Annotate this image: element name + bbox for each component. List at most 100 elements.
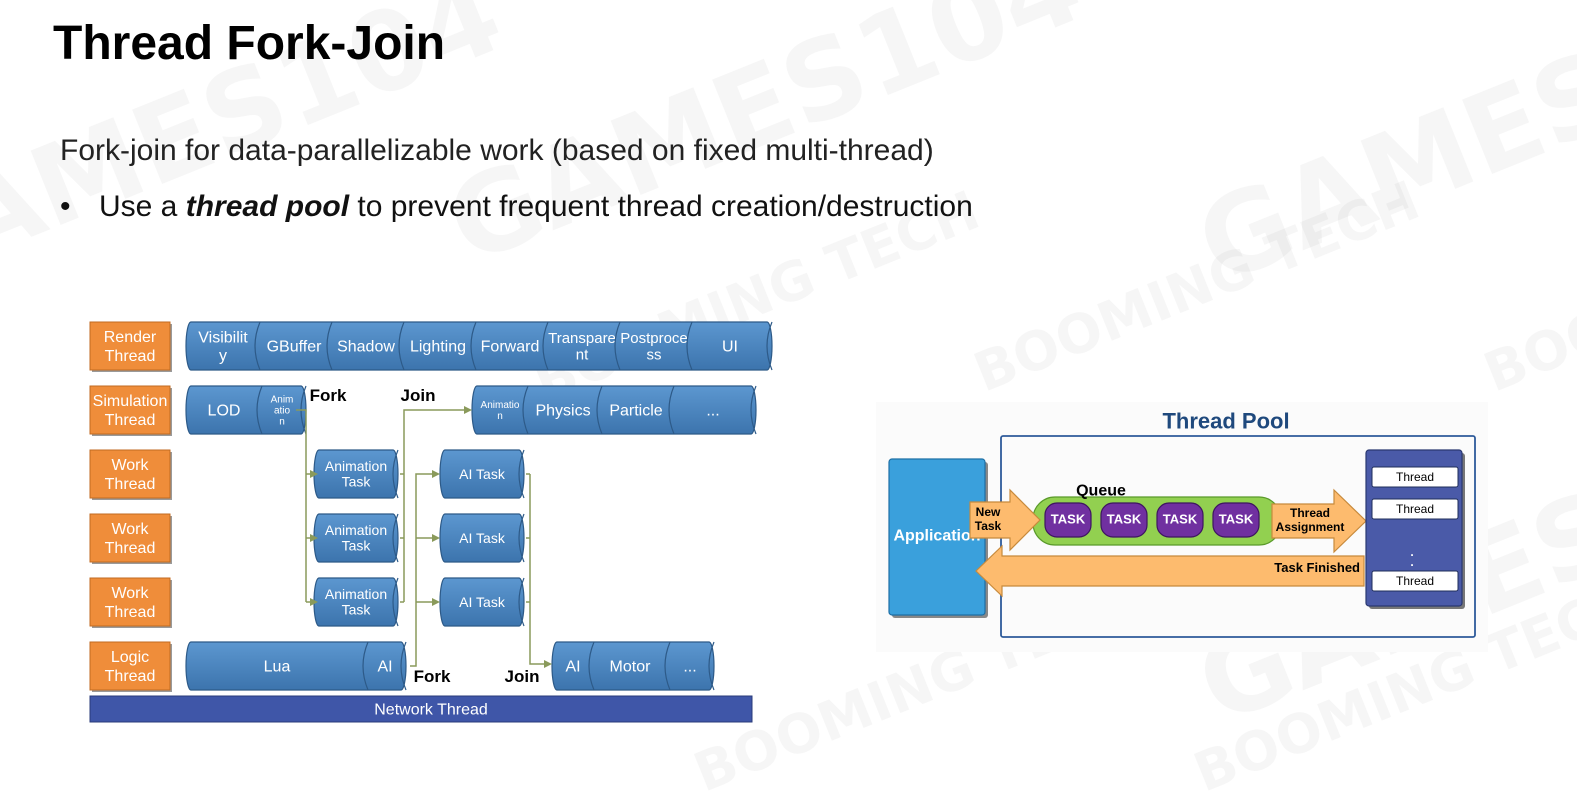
ai-task-body xyxy=(439,513,525,563)
task-cylinder: UI xyxy=(686,321,738,371)
task-label-line: Lua xyxy=(264,659,291,676)
ai-task-body xyxy=(439,577,525,627)
task-label: AI Task xyxy=(459,466,506,482)
sim-join-line xyxy=(400,410,470,603)
thread-label-text-line: Work xyxy=(111,521,149,538)
task-label-line: n xyxy=(497,411,503,422)
task-cylinder: Particle xyxy=(596,385,663,435)
task-cylinder: GBuffer xyxy=(254,321,323,371)
thread-slot-label-line: Thread xyxy=(1396,574,1434,588)
task-cylinder: LOD xyxy=(208,403,241,420)
task-cylinder: ... xyxy=(664,641,697,691)
task-label-line: Task xyxy=(342,602,372,618)
ai-task: AI Task xyxy=(439,577,525,627)
task-cylinder: AI Task xyxy=(459,466,506,482)
task-label: ... xyxy=(706,403,719,420)
task-cylinder: AI xyxy=(565,659,580,676)
logic-thread-tasks-before-body xyxy=(185,641,407,691)
task-cylinder: AI Task xyxy=(459,530,506,546)
ai-task-body xyxy=(439,449,525,499)
task-pill-shape xyxy=(1100,502,1148,538)
task-cylinder: Lighting xyxy=(398,321,466,371)
thread-slot-label: Thread xyxy=(1396,470,1434,484)
join-label-line: Join xyxy=(401,386,436,405)
thread-slot-label: Thread xyxy=(1396,574,1434,588)
thread-label-text-line: Render xyxy=(104,329,157,346)
task-pill-label: TASK xyxy=(1163,512,1198,527)
task-cylinder: AI Task xyxy=(459,594,506,610)
task-label-line: AI xyxy=(377,659,392,676)
task-label-line: LOD xyxy=(208,403,241,420)
thread-slot-box xyxy=(1371,498,1459,520)
network-thread-label-line: Network Thread xyxy=(374,702,488,719)
task-label-line: AI xyxy=(565,659,580,676)
task-label-line: atio xyxy=(274,406,291,417)
task-pill-shape xyxy=(1156,502,1204,538)
cylinder-divider xyxy=(686,321,693,371)
task-finished-arrow xyxy=(975,544,1365,598)
thread-pool-title: Thread Pool xyxy=(1162,409,1289,434)
task-pill-label: TASK xyxy=(1107,512,1142,527)
task-label-line: Postproce xyxy=(620,330,688,347)
task-cylinder: Physics xyxy=(522,385,591,435)
logic-fork-line xyxy=(410,470,440,667)
task-label: Lua xyxy=(264,659,291,676)
cylinder-divider xyxy=(668,385,675,435)
thread-ellipsis: .. xyxy=(1410,545,1413,569)
logic-join-line xyxy=(526,473,550,664)
thread-label-box xyxy=(89,321,171,371)
cylinder-divider xyxy=(588,641,595,691)
task-pill: TASK xyxy=(1044,502,1092,538)
thread-slot-box xyxy=(1371,466,1459,488)
thread-label-text-line: Thread xyxy=(105,604,156,621)
cylinder-divider xyxy=(362,641,369,691)
new-task-arrow xyxy=(969,488,1041,552)
task-label-line: GBuffer xyxy=(267,339,323,356)
task-label-line: ... xyxy=(706,403,719,420)
task-label: AI xyxy=(565,659,580,676)
thread-label-text-line: Thread xyxy=(105,476,156,493)
task-label: AI Task xyxy=(459,530,506,546)
queue-label-line: Queue xyxy=(1076,483,1126,500)
task-label: Shadow xyxy=(337,339,395,356)
bullet-suffix: to prevent frequent thread creation/dest… xyxy=(349,190,973,223)
thread-pool-title-line: Thread Pool xyxy=(1162,409,1289,434)
task-label-line: ... xyxy=(683,659,696,676)
task-label: Particle xyxy=(609,403,662,420)
task-label: GBuffer xyxy=(267,339,323,356)
thread-label-text-line: Simulation xyxy=(93,393,168,410)
thread-slot-label-line: Thread xyxy=(1396,470,1434,484)
task-pill: TASK xyxy=(1156,502,1204,538)
thread-label-box xyxy=(89,577,171,627)
join-label: Join xyxy=(505,667,540,686)
task-label: ... xyxy=(683,659,696,676)
task-pill: TASK xyxy=(1212,502,1260,538)
thread-label-text-line: Thread xyxy=(105,412,156,429)
cylinder-divider xyxy=(664,641,671,691)
thread-slot: Thread xyxy=(1371,498,1459,520)
cylinder-end xyxy=(766,321,773,371)
task-pill: TASK xyxy=(1100,502,1148,538)
task-pill-label-line: TASK xyxy=(1219,512,1254,527)
